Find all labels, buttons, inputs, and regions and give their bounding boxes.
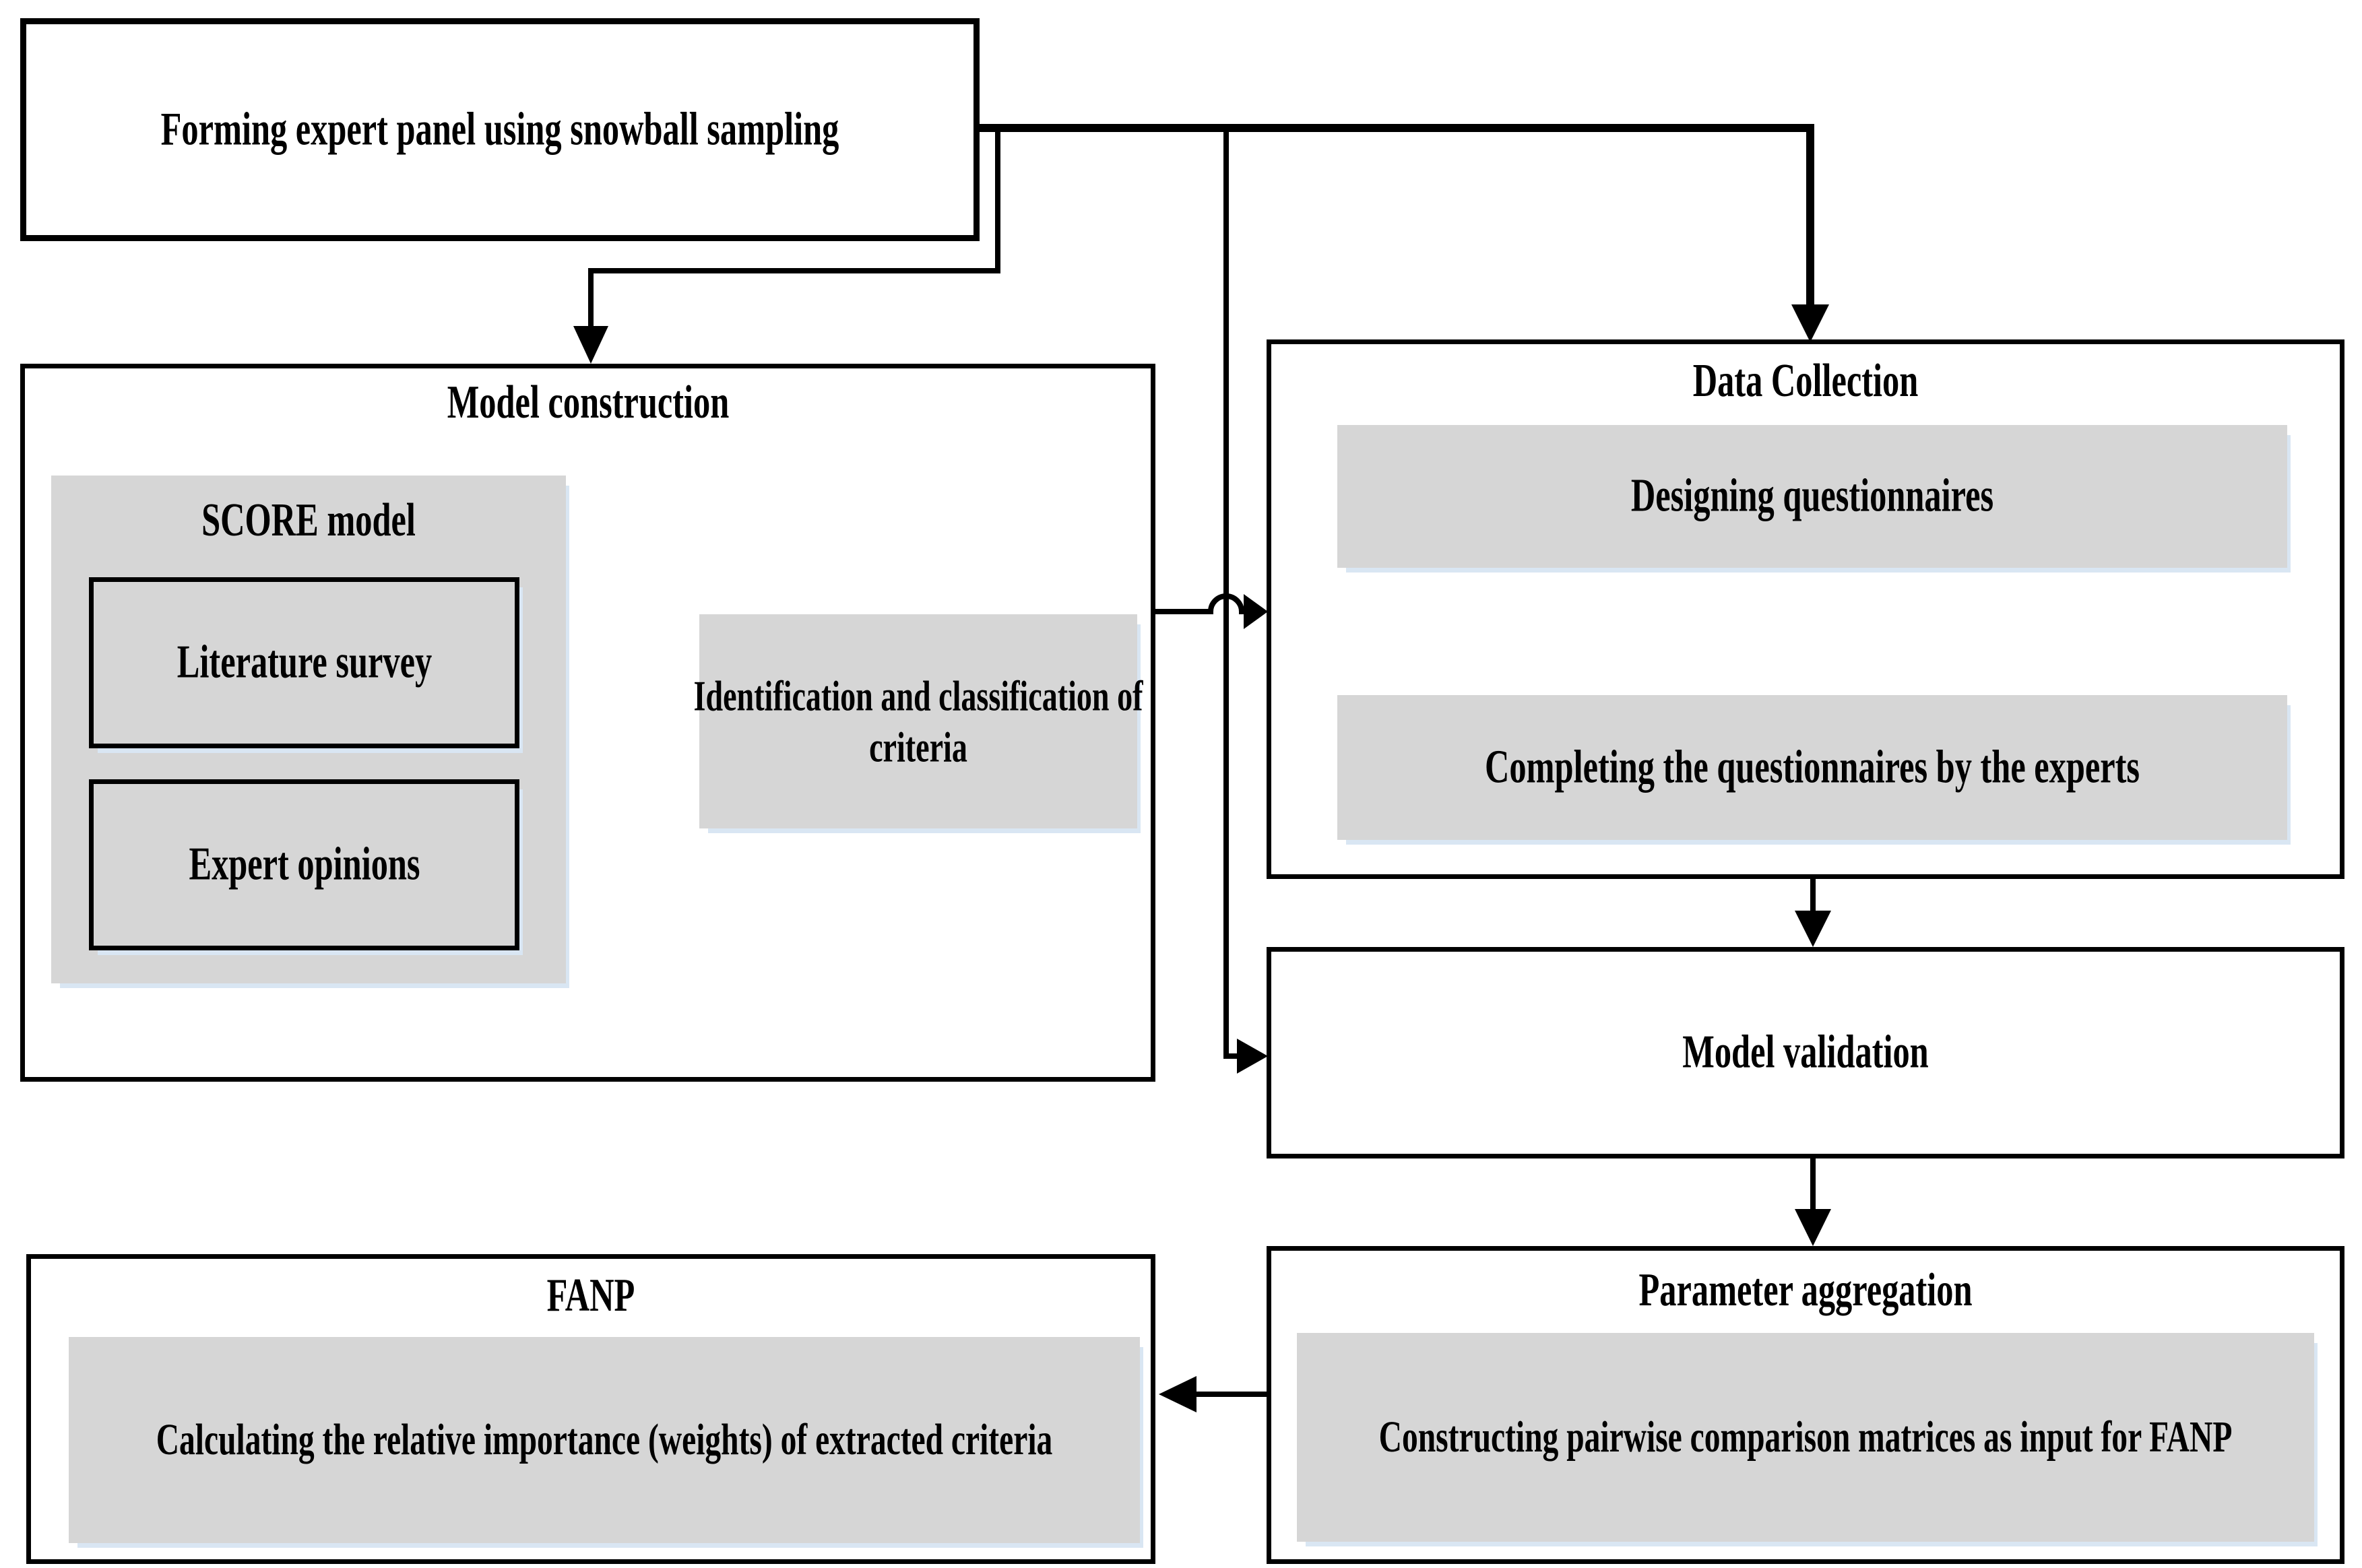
identification-panel: Identification and classification of cri… [694, 614, 1143, 828]
score-model-panel: SCORE model Literature survey Expert opi… [51, 476, 566, 983]
constructing-matrices-label: Constructing pairwise comparison matrice… [1378, 1412, 2233, 1462]
designing-questionnaires-label: Designing questionnaires [1630, 469, 1994, 522]
forming-expert-panel-label: Forming expert panel using snowball samp… [160, 103, 839, 156]
score-model-title: SCORE model [201, 494, 416, 546]
connector-panel-to-model-construction [588, 132, 1000, 326]
arrowhead-dc-to-mv-icon [1795, 911, 1831, 947]
fanp-title: FANP [546, 1270, 635, 1321]
model-validation-box: Model validation [1267, 947, 2344, 1158]
arrowhead-into-model-validation-icon [1237, 1039, 1268, 1074]
model-construction-box: Model construction SCORE model Literatur… [20, 364, 1155, 1082]
designing-questionnaires-panel: Designing questionnaires [1337, 425, 2287, 568]
identification-label: Identification and classification of cri… [693, 672, 1143, 771]
calculating-weights-panel: Calculating the relative importance (wei… [69, 1337, 1140, 1543]
literature-survey-label: Literature survey [177, 636, 432, 688]
completing-questionnaires-label: Completing the questionnaires by the exp… [1484, 741, 2140, 793]
arrowhead-mv-to-pa-icon [1795, 1209, 1831, 1246]
constructing-matrices-panel: Constructing pairwise comparison matrice… [1297, 1333, 2314, 1542]
connector-panel-to-model-validation [1223, 132, 1237, 1059]
forming-expert-panel-box: Forming expert panel using snowball samp… [20, 18, 980, 241]
connector-model-construction-to-data-collection [1155, 593, 1244, 614]
arrowhead-into-data-collection-icon [1791, 304, 1829, 342]
arrowhead-mc-to-dc-icon [1244, 594, 1268, 629]
connector-panel-to-data-collection [980, 124, 1814, 304]
data-collection-box: Data Collection Designing questionnaires… [1267, 339, 2344, 879]
literature-survey-box: Literature survey [89, 577, 519, 748]
parameter-aggregation-box: Parameter aggregation Constructing pairw… [1267, 1246, 2344, 1564]
model-construction-title: Model construction [447, 377, 729, 428]
arrowhead-pa-to-fanp-icon [1159, 1376, 1196, 1412]
completing-questionnaires-panel: Completing the questionnaires by the exp… [1337, 695, 2287, 840]
fanp-box: FANP Calculating the relative importance… [26, 1254, 1155, 1564]
calculating-weights-label: Calculating the relative importance (wei… [156, 1415, 1053, 1465]
expert-opinions-label: Expert opinions [188, 838, 420, 890]
parameter-aggregation-title: Parameter aggregation [1638, 1264, 1973, 1316]
expert-opinions-box: Expert opinions [89, 779, 519, 950]
data-collection-title: Data Collection [1692, 355, 1919, 407]
model-validation-label: Model validation [1682, 1026, 1929, 1078]
arrowhead-into-model-construction-icon [573, 326, 608, 364]
